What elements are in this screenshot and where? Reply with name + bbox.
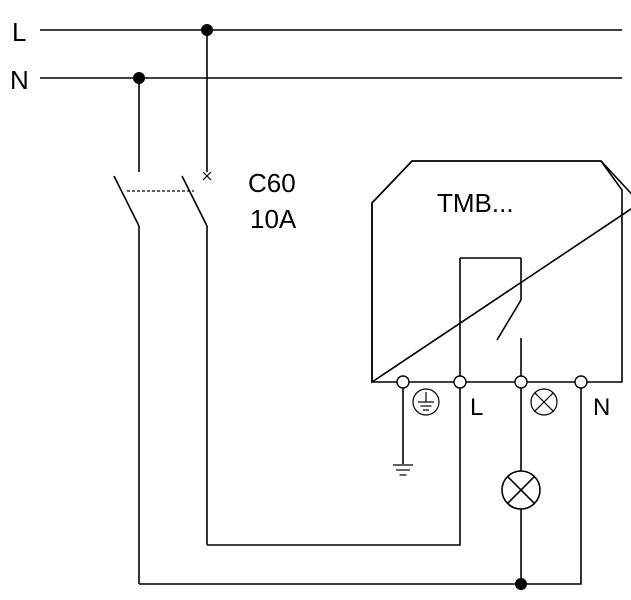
terminal-n-label: N: [593, 394, 610, 421]
terminal-earth: [396, 375, 410, 389]
earth-wire: [393, 388, 413, 476]
lamp-symbol-icon: [501, 470, 541, 510]
neutral-bottom-junction-dot: [515, 578, 527, 590]
trip-mark-icon: [202, 171, 212, 181]
phase-feed-wire: [207, 388, 461, 546]
breaker-rating: 10A: [250, 204, 297, 234]
terminal-l-label: L: [470, 394, 483, 421]
device-enclosure: [371, 160, 623, 383]
lamp-icon: [530, 388, 558, 416]
terminal-n: [574, 375, 588, 389]
device-name: TMB...: [437, 188, 514, 218]
neutral-line: N: [10, 65, 622, 95]
breaker-model: C60: [248, 168, 296, 198]
relay-contact: [459, 257, 522, 382]
neutral-return-wire: [139, 388, 582, 585]
phase-line: L: [12, 17, 622, 47]
terminal-l: [453, 375, 467, 389]
phase-line-label: L: [12, 17, 26, 47]
terminal-lamp: [514, 375, 528, 389]
circuit-breaker: [113, 30, 212, 584]
earth-icon: [412, 388, 440, 416]
neutral-line-label: N: [10, 65, 29, 95]
